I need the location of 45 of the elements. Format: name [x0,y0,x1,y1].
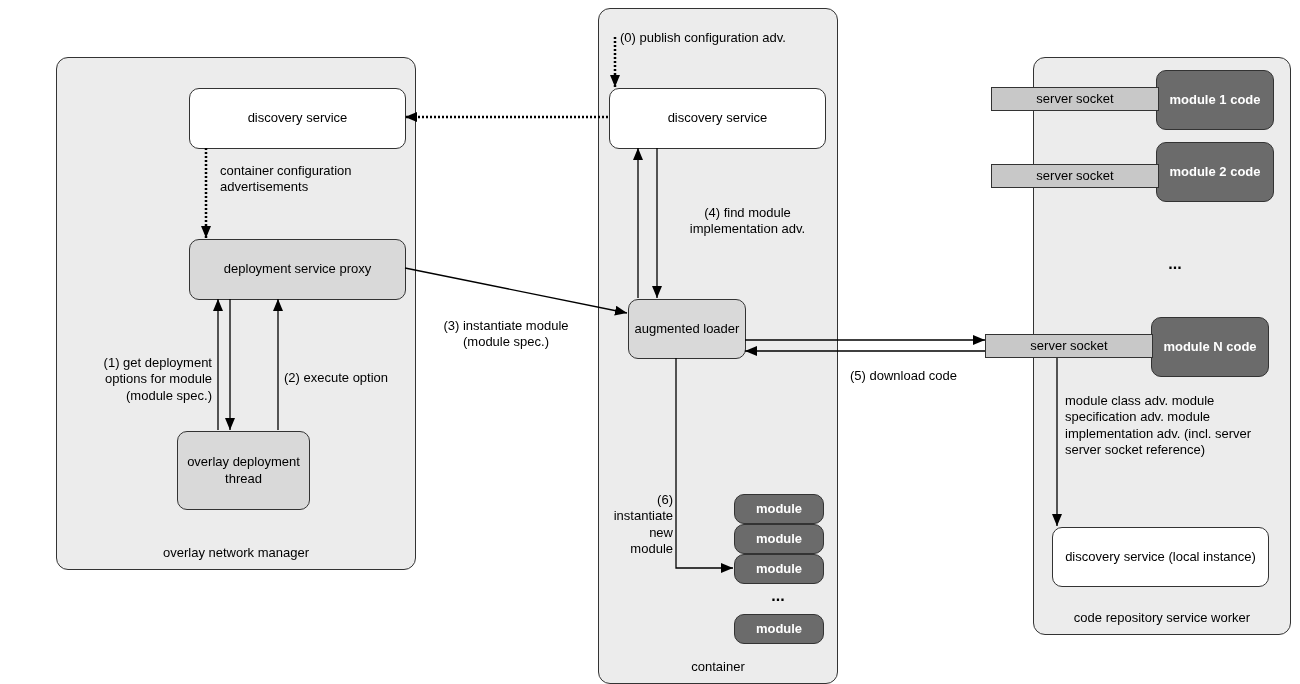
arrow [675,357,734,573]
edge-label: (3) instantiate module (module spec.) [442,318,570,351]
arrow [213,298,223,431]
socket-box: server socket [991,164,1159,188]
edge-label: (6) instantiate new module [612,492,673,557]
process-box: overlay deployment thread [177,431,310,510]
edge-label: container configuration advertisements [220,163,353,196]
edge-label: module class adv. module specification adv. module implementation adv. (incl. server server socket reference) [1065,393,1253,458]
module-box: module 2 code [1156,142,1274,202]
group-title: code repository service worker [1072,609,1252,626]
arrow [225,298,235,431]
socket-box: server socket [985,334,1153,358]
arrow [405,112,608,122]
arrow [610,37,620,87]
arrow [404,267,628,316]
edge-label: (2) execute option [284,370,390,387]
module-box: module [734,524,824,554]
group-panel [598,8,838,684]
module-box: module [734,494,824,524]
service-box: discovery service [609,88,826,149]
service-box: discovery service [189,88,406,149]
arrow [633,147,643,299]
process-box: deployment service proxy [189,239,406,300]
module-box: module [734,554,824,584]
edge-label: (5) download code [850,368,958,385]
module-box: module [734,614,824,644]
group-panel [56,57,416,570]
edge-label: (1) get deployment options for module (module spec.) [102,355,212,404]
arrow [652,147,662,299]
module-box: module 1 code [1156,70,1274,130]
arrow [273,298,283,431]
arrow [744,335,986,345]
service-box: discovery service (local instance) [1052,527,1269,587]
arrow [744,346,986,356]
group-title: container [690,658,746,675]
socket-box: server socket [991,87,1159,111]
module-box: module N code [1151,317,1269,377]
edge-label: (0) publish configuration adv. [620,30,787,47]
ellipsis: ... [1167,254,1183,274]
group-title: overlay network manager [162,544,310,561]
edge-label: (4) find module implementation adv. [688,205,807,238]
ellipsis: ... [770,586,786,606]
process-box: augmented loader [628,299,746,359]
arrow [201,148,211,238]
arrow [1052,357,1062,527]
